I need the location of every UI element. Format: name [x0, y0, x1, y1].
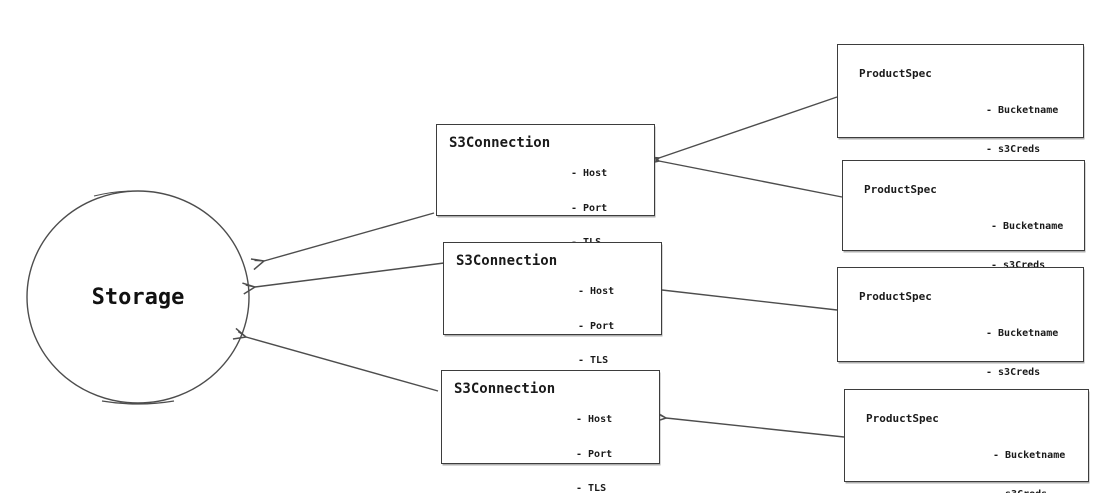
edge-s3connection2-storage[interactable]	[242, 262, 445, 295]
attribute: - s3Creds	[986, 367, 1041, 378]
node-title: ProductSpec	[866, 412, 939, 425]
attribute: - Host	[576, 414, 613, 425]
attribute: - Host	[571, 168, 608, 179]
attribute: - Port	[571, 202, 608, 214]
attribute: - s3Creds	[986, 144, 1041, 155]
storage-node-circle[interactable]	[26, 190, 250, 404]
edge-s3connection3-storage[interactable]	[232, 327, 439, 392]
attribute: - Bucketname	[986, 328, 1059, 339]
node-attributes: - Bucketname - s3Creds	[991, 194, 1063, 298]
edge-productspec1-s3connection1[interactable]	[645, 96, 838, 168]
attribute: - s3Creds	[993, 488, 1065, 493]
storage-circle-sketch-overlap-bottom	[101, 400, 175, 405]
edge-productspec3-s3connection2[interactable]	[649, 282, 838, 311]
attribute: - Port	[576, 448, 613, 460]
attribute: - Bucketname	[991, 221, 1064, 232]
attribute: - Bucketname	[986, 105, 1059, 116]
productspec-node-1[interactable]: ProductSpec - Bucketname - s3Creds	[837, 44, 1084, 155]
attribute: - s3Creds	[991, 260, 1046, 271]
node-attributes: - Host - Port - TLS	[576, 391, 612, 493]
attribute: - Port	[578, 320, 615, 332]
s3connection-node-1[interactable]: S3Connection - Host - Port - TLS	[436, 124, 655, 248]
edge-productspec4-s3connection3[interactable]	[653, 410, 845, 438]
node-attributes: - Bucketname - s3Creds	[993, 423, 1065, 493]
storage-circle-sketch-overlap-top	[93, 190, 134, 197]
productspec-node-2[interactable]: ProductSpec - Bucketname - s3Creds	[842, 160, 1085, 271]
s3connection-node-2[interactable]: S3Connection - Host - Port - TLS	[443, 242, 662, 366]
node-title: ProductSpec	[864, 183, 937, 196]
attribute: - TLS	[576, 483, 607, 493]
edge-productspec2-s3connection1[interactable]	[645, 152, 843, 198]
storage-node-label: Storage	[91, 284, 185, 310]
attribute: - Host	[578, 286, 615, 297]
node-title: ProductSpec	[859, 290, 932, 303]
attribute: - Bucketname	[993, 450, 1066, 461]
node-title: S3Connection	[456, 253, 558, 269]
s3connection-node-3[interactable]: S3Connection - Host - Port - TLS	[441, 370, 660, 493]
attribute: - TLS	[578, 355, 609, 366]
productspec-node-4[interactable]: ProductSpec - Bucketname - s3Creds	[844, 389, 1089, 493]
node-title: ProductSpec	[859, 67, 932, 80]
node-attributes: - Bucketname - s3Creds	[986, 78, 1058, 182]
productspec-node-3[interactable]: ProductSpec - Bucketname - s3Creds	[837, 267, 1084, 378]
node-title: S3Connection	[454, 381, 556, 397]
node-attributes: - Host - Port - TLS	[578, 263, 614, 390]
node-title: S3Connection	[449, 135, 551, 151]
node-attributes: - Bucketname - s3Creds	[986, 301, 1058, 405]
edge-s3connection1-storage[interactable]	[250, 212, 435, 271]
